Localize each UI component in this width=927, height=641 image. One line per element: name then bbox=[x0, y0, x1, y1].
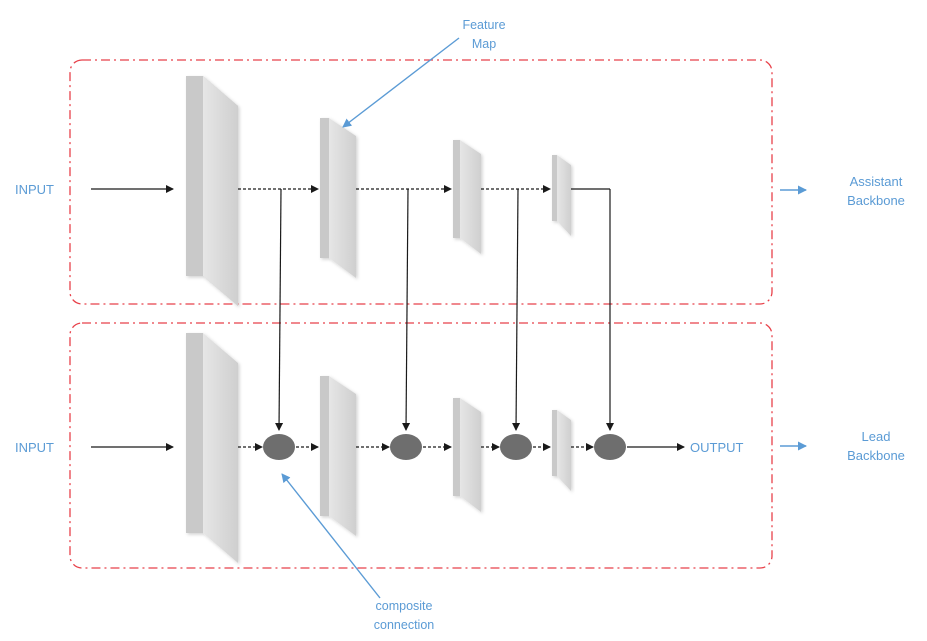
feature-map-label-line1: Feature bbox=[462, 18, 505, 32]
composite-connection-pointer bbox=[281, 473, 381, 599]
feature-map-label-line2: Map bbox=[472, 37, 496, 51]
assistant-feature-block-4 bbox=[552, 155, 571, 236]
lead-backbone-frame bbox=[69, 322, 773, 569]
lead-feature-block-4 bbox=[552, 410, 571, 491]
composite-connection-label-line2: connection bbox=[374, 618, 435, 632]
lead-feature-block-3 bbox=[453, 398, 481, 512]
composite-node-4 bbox=[594, 434, 626, 460]
lead-input-label: INPUT bbox=[15, 440, 54, 455]
lead-feature-block-1 bbox=[186, 333, 238, 563]
assistant-feature-block-1 bbox=[186, 76, 238, 306]
lead-feature-block-2 bbox=[320, 376, 356, 536]
lead-backbone-label-line1: Lead bbox=[862, 429, 891, 444]
composite-node-2 bbox=[390, 434, 422, 460]
assistant-feature-block-3 bbox=[453, 140, 481, 254]
assistant-backbone-label-line2: Backbone bbox=[847, 193, 905, 208]
lead-output-label: OUTPUT bbox=[690, 440, 744, 455]
composite-link-3 bbox=[512, 188, 521, 431]
assistant-backbone-frame bbox=[69, 59, 773, 305]
composite-node-1 bbox=[263, 434, 295, 460]
composite-node-3 bbox=[500, 434, 532, 460]
composite-connection-label-line1: composite bbox=[376, 599, 433, 613]
lead-backbone-label-line2: Backbone bbox=[847, 448, 905, 463]
composite-link-2 bbox=[402, 188, 411, 431]
assistant-input-label: INPUT bbox=[15, 182, 54, 197]
composite-link-1 bbox=[275, 188, 284, 431]
assistant-feature-block-2 bbox=[320, 118, 356, 278]
feature-map-pointer bbox=[342, 37, 460, 128]
assistant-backbone-label-line1: Assistant bbox=[850, 174, 903, 189]
